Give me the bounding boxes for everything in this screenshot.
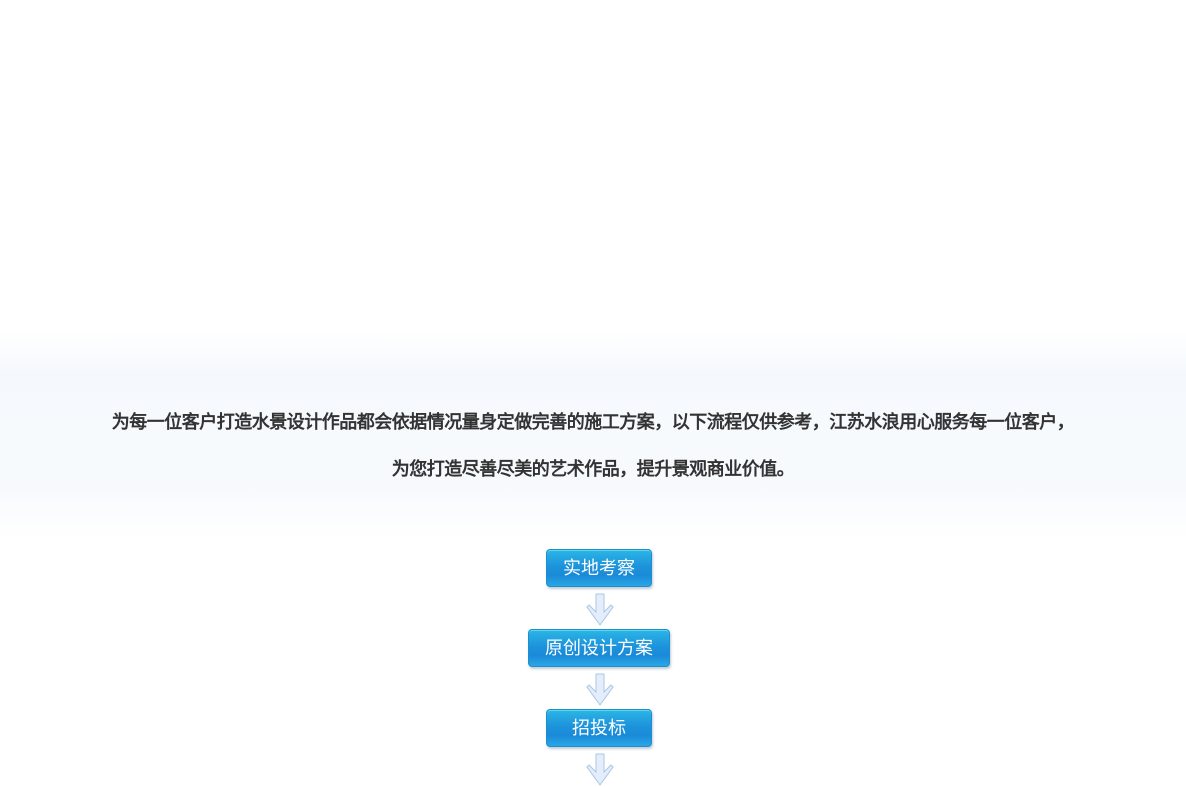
intro-text-line-1: 为每一位客户打造水景设计作品都会依据情况量身定做完善的施工方案，以下流程仅供参考… <box>111 412 1075 433</box>
arrow-down-icon <box>586 753 614 786</box>
step-original-design: 原创设计方案 <box>528 629 670 667</box>
arrow-down-icon <box>586 673 614 706</box>
step-bidding: 招投标 <box>546 709 652 747</box>
arrow-down-icon <box>586 593 614 626</box>
intro-background-band <box>0 330 1186 540</box>
step-site-survey: 实地考察 <box>546 549 652 587</box>
intro-text-line-2: 为您打造尽善尽美的艺术作品，提升景观商业价值。 <box>391 459 795 480</box>
